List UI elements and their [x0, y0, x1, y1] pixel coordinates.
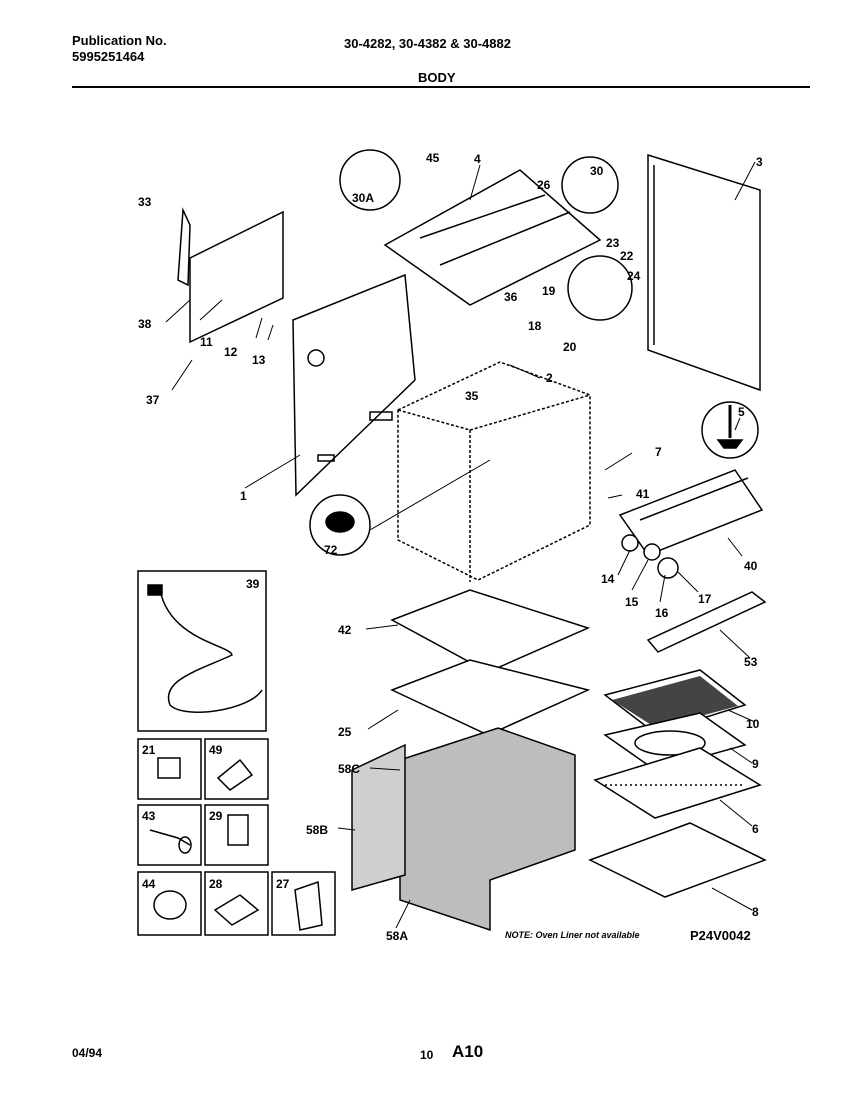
inset-label-49: 49 [209, 743, 223, 757]
callout-11: 11 [200, 335, 213, 349]
part-16 [657, 557, 679, 579]
callout-40: 40 [744, 559, 758, 573]
footer-page-code: A10 [452, 1042, 484, 1061]
small-part-insets [137, 738, 336, 936]
part-15 [643, 543, 661, 561]
inset-label-27: 27 [276, 877, 290, 891]
callout-4: 4 [474, 152, 481, 166]
detail-circle-30a [339, 149, 401, 211]
callout-3: 3 [756, 155, 763, 169]
callout-7: 7 [655, 445, 662, 459]
leader-lines [165, 161, 756, 929]
callout-15: 15 [625, 595, 639, 609]
detail-circle-23 [567, 255, 633, 321]
callout-16: 16 [655, 606, 669, 620]
callout-12: 12 [224, 345, 238, 359]
callout-9: 9 [752, 757, 759, 771]
callout-38: 38 [138, 317, 152, 331]
oven-racks [588, 669, 767, 898]
inset-label-28: 28 [209, 877, 223, 891]
callout-18: 18 [528, 319, 542, 333]
callout-58a: 58A [386, 929, 408, 943]
footer-date: 04/94 [72, 1046, 103, 1060]
leveling-leg [701, 401, 759, 459]
callout-13: 13 [252, 353, 266, 367]
publication-number: 5995251464 [72, 49, 145, 64]
callout-37: 37 [146, 393, 160, 407]
callout-25: 25 [338, 725, 352, 739]
callout-26: 26 [537, 178, 551, 192]
callout-14: 14 [601, 572, 615, 586]
grommet-callout [309, 494, 371, 556]
detail-circle-30 [561, 156, 619, 214]
callout-33: 33 [138, 195, 152, 209]
section-title: BODY [418, 70, 456, 85]
callout-8: 8 [752, 905, 759, 919]
cord-inset [137, 570, 267, 732]
callout-30: 30 [590, 164, 604, 178]
callout-53: 53 [744, 655, 758, 669]
callout-36: 36 [504, 290, 518, 304]
callout-72: 72 [324, 543, 338, 557]
part-14 [621, 534, 639, 552]
oven-liner-note: NOTE: Oven Liner not available [505, 930, 640, 940]
callout-45: 45 [426, 151, 440, 165]
callout-19: 19 [542, 284, 556, 298]
inset-label-29: 29 [209, 809, 223, 823]
footer-page-number: 10 [420, 1048, 434, 1062]
left-side-panel [292, 273, 416, 497]
inset-label-21: 21 [142, 743, 156, 757]
model-numbers: 30-4282, 30-4382 & 30-4882 [344, 36, 511, 51]
callout-35: 35 [465, 389, 479, 403]
right-side-panel [647, 153, 761, 392]
callout-41: 41 [636, 487, 650, 501]
callout-6: 6 [752, 822, 759, 836]
inset-label-44: 44 [142, 877, 156, 891]
callout-17: 17 [698, 592, 712, 606]
inset-label-43: 43 [142, 809, 156, 823]
callout-2: 2 [546, 371, 553, 385]
callout-1: 1 [240, 489, 247, 503]
callout-58c: 58C [338, 762, 360, 776]
callout-23: 23 [606, 236, 620, 250]
callout-5: 5 [738, 405, 745, 419]
callout-10: 10 [746, 717, 760, 731]
callout-58b: 58B [306, 823, 328, 837]
back-panel [177, 207, 284, 344]
callout-42: 42 [338, 623, 352, 637]
publication-label: Publication No. [72, 33, 167, 48]
header-rule [72, 86, 810, 88]
bottom-panel [390, 589, 591, 736]
callout-22: 22 [620, 249, 634, 263]
callout-24: 24 [627, 269, 641, 283]
drawing-code: P24V0042 [690, 928, 751, 943]
kick-panel [646, 591, 767, 653]
insulation [351, 727, 576, 932]
inset-label-39: 39 [246, 577, 260, 591]
callout-30a: 30A [352, 191, 374, 205]
oven-body [397, 361, 591, 582]
callout-labels: 1 2 3 4 5 6 7 8 9 10 11 12 13 14 15 16 1… [138, 151, 763, 943]
top-frame [383, 169, 602, 306]
element-bracket [618, 469, 764, 556]
callout-20: 20 [563, 340, 577, 354]
